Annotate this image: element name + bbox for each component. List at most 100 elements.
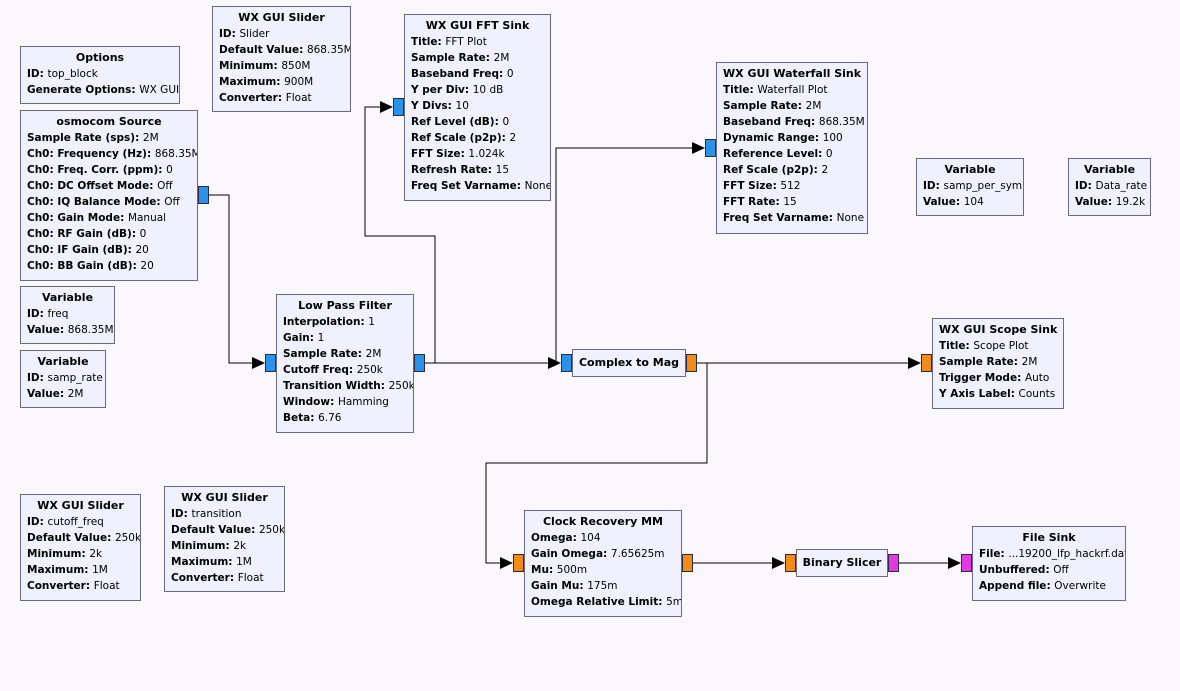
block-param: Ch0: IF Gain (dB): 20	[27, 242, 191, 258]
wire-clock-to-slicer[interactable]	[693, 557, 785, 569]
param-value: Manual	[127, 212, 167, 224]
param-separator: :	[1010, 388, 1019, 400]
block-param: Ref Scale (p2p): 2	[411, 130, 544, 146]
block-param: Freq Set Varname: None	[723, 210, 864, 226]
block-param: Title: FFT Plot	[411, 34, 544, 50]
param-value: 20	[135, 244, 149, 256]
low-pass-filter-input-port[interactable]	[265, 354, 276, 372]
block-param: Sample Rate: 2M	[723, 98, 861, 114]
complex-to-mag-output-port[interactable]	[686, 354, 697, 372]
param-separator: :	[437, 36, 446, 48]
param-separator: :	[487, 164, 496, 176]
param-key: Ch0: IF Gain (dB)	[27, 244, 128, 256]
param-value: 104	[580, 532, 601, 544]
param-separator: :	[276, 76, 285, 88]
block-title: osmocom Source	[56, 115, 162, 128]
param-separator: :	[149, 180, 158, 192]
param-key: Sample Rate	[939, 356, 1014, 368]
param-value: 2k	[89, 548, 103, 560]
param-key: Value	[27, 388, 60, 400]
param-key: Ch0: Gain Mode	[27, 212, 121, 224]
block-param: Baseband Freq: 868.35M	[723, 114, 865, 130]
low-pass-filter-output-port[interactable]	[414, 354, 425, 372]
block-binary-slicer[interactable]: Binary Slicer	[796, 549, 888, 577]
param-separator: :	[772, 180, 781, 192]
param-key: Title	[939, 340, 966, 352]
param-key: Converter	[27, 580, 86, 592]
block-title: Clock Recovery MM	[542, 515, 664, 528]
wire-c2m-to-scope[interactable]	[697, 357, 921, 369]
block-param: ID: samp_per_sym	[923, 178, 1022, 194]
block-param: Converter: Float	[219, 90, 344, 106]
block-param: FFT Size: 512	[723, 178, 861, 194]
param-separator: :	[749, 84, 758, 96]
binary-slicer-input-port[interactable]	[785, 554, 796, 572]
param-separator: :	[548, 564, 557, 576]
param-key: Beta	[283, 412, 311, 424]
param-value: 2	[509, 132, 517, 144]
param-value: Hamming	[337, 396, 389, 408]
param-separator: :	[1087, 180, 1096, 192]
param-value: 2M	[67, 388, 84, 400]
block-param: FFT Rate: 15	[723, 194, 861, 210]
param-separator: :	[818, 148, 826, 160]
param-separator: :	[299, 44, 307, 56]
block-param: Default Value: 868.35M	[219, 42, 350, 58]
param-value: 2M	[805, 100, 822, 112]
block-param: Append file: Overwrite	[979, 578, 1119, 594]
block-param: Minimum: 850M	[219, 58, 344, 74]
param-value: 850M	[281, 60, 311, 72]
scope-sink-input-port[interactable]	[921, 354, 932, 372]
binary-slicer-output-port[interactable]	[888, 554, 899, 572]
block-param: Sample Rate: 2M	[283, 346, 407, 362]
wire-lpf-to-c2m[interactable]	[425, 357, 561, 369]
param-separator: :	[516, 180, 525, 192]
param-value: 1	[317, 332, 325, 344]
wire-osmocom-to-lpf[interactable]	[209, 194, 265, 369]
block-complex-to-mag[interactable]: Complex to Mag	[572, 349, 686, 377]
param-key: Window	[283, 396, 331, 408]
clock-recovery-output-port[interactable]	[682, 554, 693, 572]
file-sink-input-port[interactable]	[961, 554, 972, 572]
param-key: Sample Rate (sps)	[27, 132, 136, 144]
param-value: 0	[166, 164, 173, 176]
block-param: ID: Data_rate	[1075, 178, 1147, 194]
param-value: samp_per_sym	[943, 180, 1023, 192]
block-param: Ch0: DC Offset Mode: Off	[27, 178, 191, 194]
block-title: Variable	[37, 355, 89, 368]
wire-slicer-to-filesink[interactable]	[899, 557, 961, 569]
waterfall-sink-input-port[interactable]	[705, 139, 716, 157]
param-separator: :	[310, 412, 319, 424]
clock-recovery-input-port[interactable]	[513, 554, 524, 572]
block-param: Omega: 104	[531, 530, 675, 546]
param-separator: :	[828, 212, 837, 224]
block-title: WX GUI Slider	[37, 499, 124, 512]
param-separator: :	[813, 164, 822, 176]
param-value: 2k	[233, 540, 247, 552]
fft-sink-input-port[interactable]	[393, 98, 404, 116]
osmocom-source-output-port[interactable]	[198, 186, 209, 204]
param-value: Float	[237, 572, 264, 584]
param-value: 250k	[114, 532, 141, 544]
param-separator: :	[360, 316, 369, 328]
block-param: Beta: 6.76	[283, 410, 407, 426]
param-value: 868.35M	[67, 324, 114, 336]
param-value: Off	[1053, 564, 1069, 576]
complex-to-mag-input-port[interactable]	[561, 354, 572, 372]
